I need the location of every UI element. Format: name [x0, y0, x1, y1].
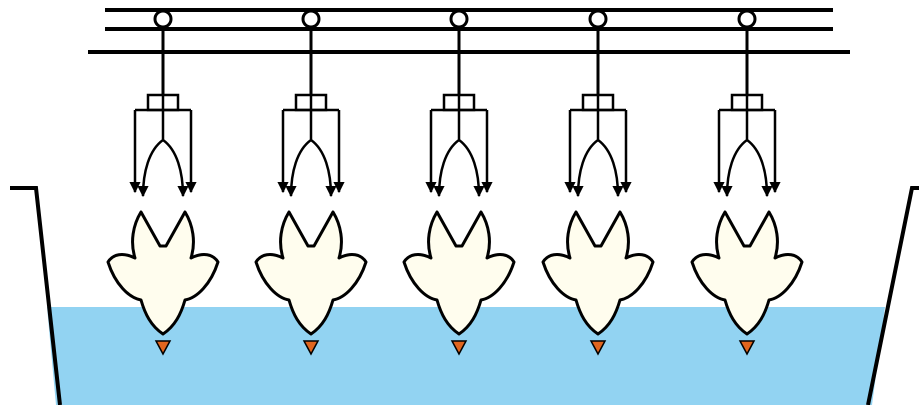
bird-icon: [402, 210, 516, 356]
bird-icon: [690, 210, 804, 356]
trolley-wheel-icon: [153, 9, 173, 29]
hanger: [541, 9, 655, 356]
shackle-icon: [564, 93, 632, 198]
tank-walls: [10, 186, 919, 405]
hanger-group: [106, 9, 804, 356]
water-bath: [47, 307, 885, 405]
hanger: [106, 9, 220, 356]
shackle-icon: [713, 93, 781, 198]
bird-icon: [541, 210, 655, 356]
water-tank: [10, 186, 919, 405]
shackle-icon: [277, 93, 345, 198]
shackle-icon: [129, 93, 197, 198]
trolley-wheel-icon: [449, 9, 469, 29]
overhead-rail: [88, 8, 850, 54]
trolley-wheel-icon: [588, 9, 608, 29]
bird-beak: [450, 340, 468, 356]
hanger: [690, 9, 804, 356]
bird-beak: [154, 340, 172, 356]
hanger: [402, 9, 516, 356]
trolley-wheel-icon: [301, 9, 321, 29]
bird-beak: [738, 340, 756, 356]
bird-beak: [302, 340, 320, 356]
bird-icon: [254, 210, 368, 356]
bird-icon: [106, 210, 220, 356]
bird-beak: [589, 340, 607, 356]
hanger: [254, 9, 368, 356]
shackle-icon: [425, 93, 493, 198]
trolley-wheel-icon: [737, 9, 757, 29]
